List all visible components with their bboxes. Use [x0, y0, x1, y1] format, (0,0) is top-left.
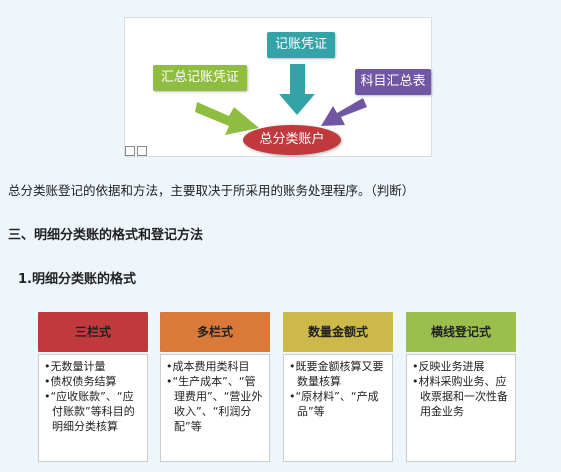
- list-item: •成本费用类科目: [166, 360, 250, 373]
- arrow-top-icon: [279, 64, 315, 115]
- box-subject-summary: 科目汇总表: [355, 69, 431, 95]
- flow-diagram: 汇总记账凭证 记账凭证 科目汇总表 总分类账户: [124, 17, 432, 157]
- column-header-quantity-amount: 数量金额式: [283, 312, 393, 352]
- list-item: •无数量计量: [44, 360, 106, 373]
- column-header-multi-column: 多栏式: [160, 312, 270, 352]
- box-voucher: 记账凭证: [267, 32, 335, 58]
- list-item: •材料采购业务、应收票据和一次性备用金业务: [412, 375, 508, 418]
- list-item: •既要金额核算又要数量核算: [289, 360, 384, 388]
- statement-text: 总分类账登记的依据和方法，主要取决于所采用的账务处理程序。（判断）: [8, 183, 415, 198]
- checkbox-icon[interactable]: [137, 146, 147, 156]
- column-header-horizontal-line: 横线登记式: [406, 312, 516, 352]
- arrow-right-icon: [321, 98, 367, 126]
- column-header-three-column: 三栏式: [38, 312, 148, 352]
- list-item: •“生产成本”、“管理费用”、“营业外收入”、“利润分配”等: [166, 375, 263, 433]
- ellipse-general-ledger: 总分类账户: [243, 125, 341, 155]
- list-item: •“应收账款”、“应付账款”等科目的明细分类核算: [44, 390, 135, 433]
- list-item: •债权债务结算: [44, 375, 117, 388]
- sub-heading: 1.明细分类账的格式: [18, 272, 136, 287]
- column-body-three-column: •无数量计量 •债权债务结算 •“应收账款”、“应付账款”等科目的明细分类核算: [38, 354, 148, 462]
- box-summary-voucher: 汇总记账凭证: [153, 65, 247, 91]
- list-item: •反映业务进展: [412, 360, 485, 373]
- section-heading: 三、明细分类账的格式和登记方法: [8, 228, 204, 243]
- list-item: •“原材料”、“产成品”等: [289, 390, 379, 418]
- arrow-left-icon: [195, 102, 259, 135]
- column-body-multi-column: •成本费用类科目 •“生产成本”、“管理费用”、“营业外收入”、“利润分配”等: [160, 354, 270, 462]
- checkbox-icon[interactable]: [125, 146, 135, 156]
- column-body-horizontal-line: •反映业务进展 •材料采购业务、应收票据和一次性备用金业务: [406, 354, 516, 462]
- column-body-quantity-amount: •既要金额核算又要数量核算 •“原材料”、“产成品”等: [283, 354, 393, 462]
- diagram-arrows: [195, 64, 367, 135]
